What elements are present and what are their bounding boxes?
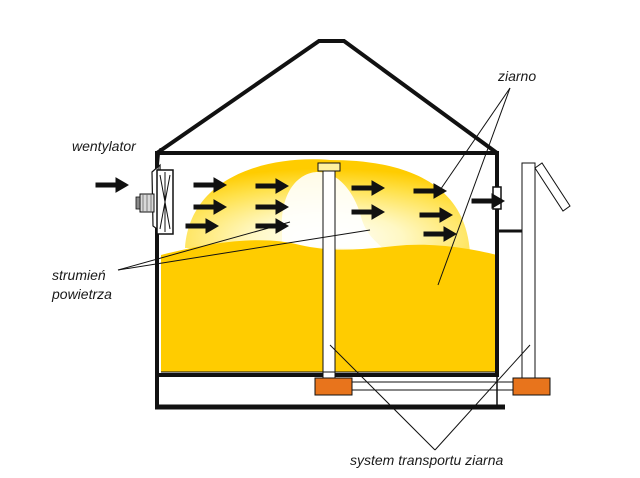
arrow-right-icon	[351, 204, 385, 220]
arrow-right-icon	[471, 193, 505, 209]
arrow-right-icon	[185, 218, 219, 234]
airflow-label-line2: powietrza	[51, 286, 112, 302]
roof	[155, 39, 499, 155]
arrow-right-icon	[255, 178, 289, 194]
transport-conveyor	[161, 371, 513, 391]
grain-label: ziarno	[497, 68, 536, 84]
arrow-right-icon	[351, 180, 385, 196]
axial-fan-icon	[135, 163, 174, 235]
arrow-right-icon	[413, 183, 447, 199]
transport-label: system transportu ziarna	[350, 452, 503, 468]
arrow-right-icon	[255, 218, 289, 234]
airflow-arrows	[95, 177, 505, 242]
arrow-right-icon	[193, 199, 227, 215]
fan-label: wentylator	[72, 138, 137, 154]
arrow-right-icon	[255, 199, 289, 215]
arrow-right-icon	[419, 207, 453, 223]
airflow-label-line1: strumień	[52, 267, 106, 283]
right-elevator	[512, 162, 571, 396]
central-conveyor-box	[314, 377, 353, 396]
arrow-right-icon	[423, 226, 457, 242]
central-elevator	[314, 162, 353, 396]
right-conveyor-box	[512, 377, 551, 396]
leader-lines	[117, 87, 531, 451]
arrow-right-icon	[95, 177, 129, 193]
arrow-right-icon	[193, 177, 227, 193]
